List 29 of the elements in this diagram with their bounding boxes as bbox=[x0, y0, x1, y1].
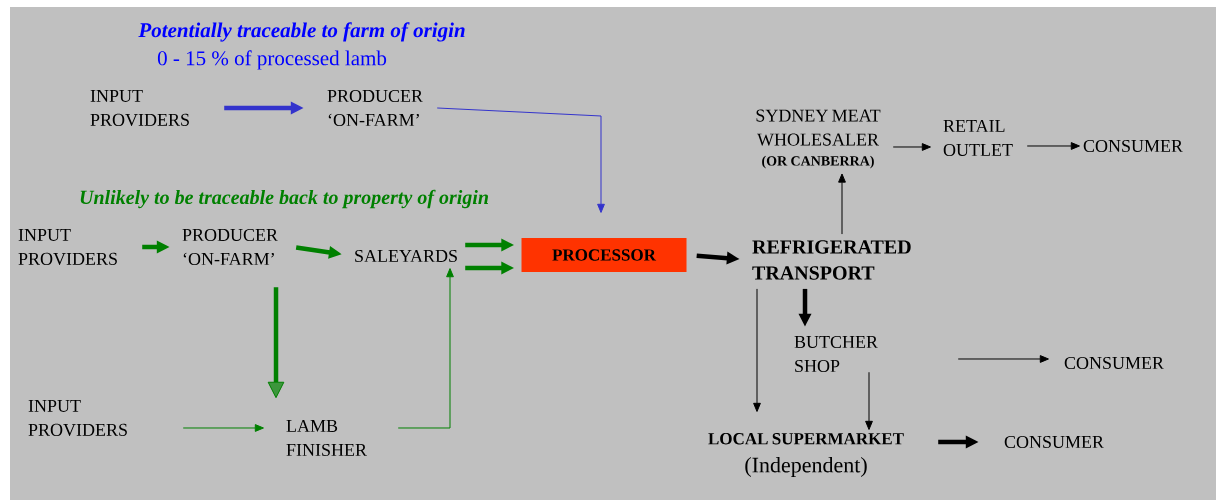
stage-label: INPUT PROVIDERS bbox=[18, 228, 117, 265]
stage-label: SYDNEY MEAT WHOLESALER (OR CANBERRA) bbox=[756, 109, 881, 169]
arrow bbox=[1026, 142, 1080, 150]
stage-label: CONSUMER bbox=[1083, 139, 1183, 153]
stage-label: LAMB FINISHER bbox=[286, 419, 367, 456]
arrow bbox=[267, 287, 285, 399]
process-box: PROCESSOR bbox=[521, 238, 687, 272]
arrow bbox=[892, 143, 931, 151]
arrow bbox=[865, 371, 873, 430]
arrow bbox=[182, 424, 264, 432]
stage-label: PRODUCER ‘ON-FARM’ bbox=[327, 89, 423, 127]
stage-label: LOCAL SUPERMARKET (Independent) bbox=[708, 433, 904, 477]
arrow bbox=[838, 173, 846, 235]
stage-label: INPUT PROVIDERS bbox=[28, 399, 127, 436]
stage-label: SALEYARDS bbox=[355, 249, 457, 263]
arrow bbox=[753, 288, 761, 412]
stage-label: RETAIL OUTLET bbox=[943, 119, 1013, 156]
heading: Unlikely to be traceable back to property of origin bbox=[80, 189, 489, 209]
heading: Potentially traceable to farm of origin bbox=[138, 22, 465, 42]
stage-label: BUTCHER SHOP bbox=[794, 335, 878, 373]
arrow bbox=[397, 268, 454, 429]
stage-label: REFRIGERATED TRANSPORT bbox=[752, 240, 911, 280]
arrow bbox=[957, 355, 1049, 363]
stage-label: INPUT PROVIDERS bbox=[90, 89, 189, 126]
arrow bbox=[436, 107, 605, 213]
stage-label: CONSUMER bbox=[1004, 435, 1104, 449]
stage-label: CONSUMER bbox=[1064, 356, 1164, 370]
stage-label: PRODUCER ‘ON-FARM’ bbox=[182, 228, 278, 266]
heading: 0 - 15 % of processed lamb bbox=[157, 50, 387, 70]
